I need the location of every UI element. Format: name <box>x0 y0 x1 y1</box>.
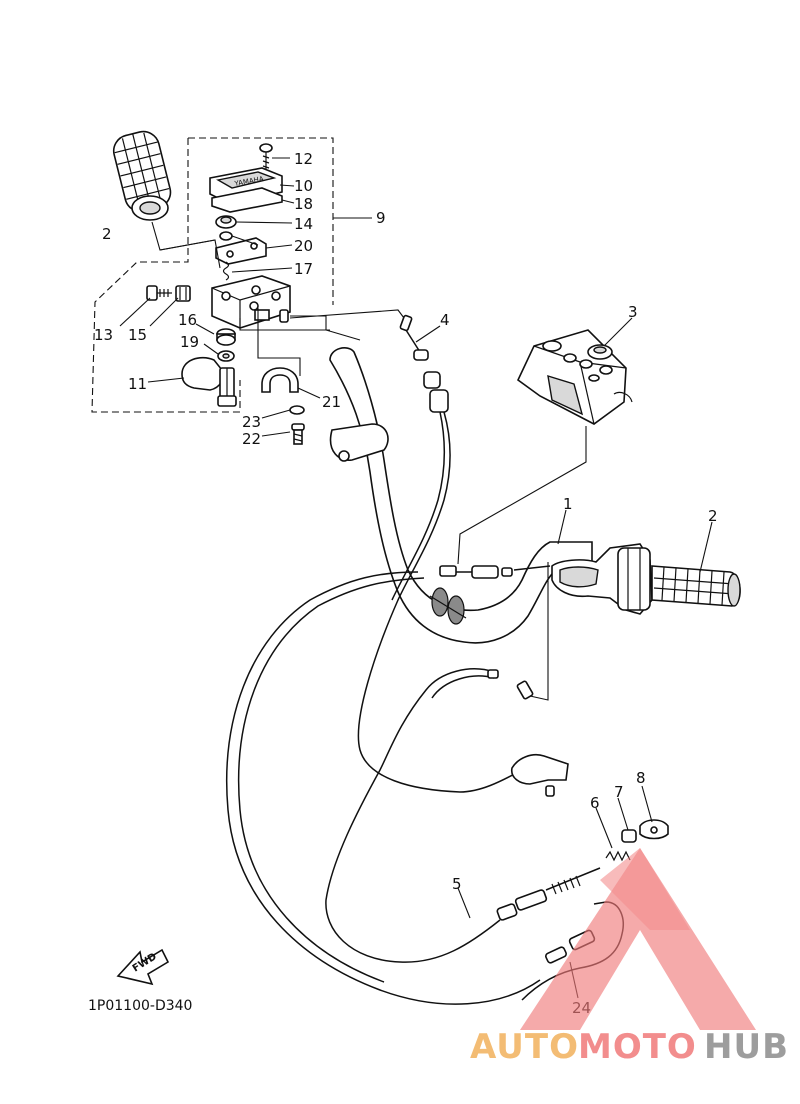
throttle-cable-5[interactable] <box>226 565 601 1005</box>
callout-19: 19 <box>180 333 199 351</box>
callout-22: 22 <box>242 430 261 448</box>
spring-17[interactable] <box>222 261 230 281</box>
throttle-housing[interactable] <box>551 543 653 615</box>
watermark-logo: AUTO MOTO HUB <box>470 848 789 1067</box>
collar-7[interactable] <box>621 829 637 843</box>
washer-19[interactable] <box>217 350 235 362</box>
switch-lower-housing[interactable] <box>211 275 291 329</box>
callout-5: 5 <box>452 875 462 893</box>
callout-23: 23 <box>242 413 261 431</box>
bolt-13[interactable] <box>146 285 172 301</box>
fwd-arrow-icon: FWD <box>116 948 170 986</box>
callout-11: 11 <box>128 375 147 393</box>
switch-cover-3[interactable] <box>516 329 633 425</box>
callout-14: 14 <box>294 215 313 233</box>
callout-3: 3 <box>628 303 638 321</box>
left-assembly-leaders <box>119 157 405 437</box>
switch-assembly-boundary <box>91 137 334 413</box>
callout-4: 4 <box>440 311 450 329</box>
watermark-triangle-icon <box>520 848 756 1030</box>
callout-2-left: 2 <box>102 225 112 243</box>
lever-11[interactable] <box>181 356 237 407</box>
bracket-20[interactable] <box>215 237 267 265</box>
handlebar-1[interactable] <box>329 347 593 644</box>
callout-20: 20 <box>294 237 313 255</box>
plate-18[interactable] <box>211 187 283 213</box>
callout-16: 16 <box>178 311 197 329</box>
screw-12[interactable] <box>259 143 273 172</box>
diagram-code: 1P01100-D340 <box>88 998 192 1014</box>
right-grip[interactable] <box>651 565 741 607</box>
spring-6[interactable] <box>605 850 631 862</box>
left-callouts: 12 10 18 9 14 20 17 2 13 15 16 19 11 21 … <box>94 150 386 448</box>
callout-2-right: 2 <box>708 507 718 525</box>
callout-15: 15 <box>128 326 147 344</box>
left-grip[interactable] <box>110 128 174 221</box>
callout-17: 17 <box>294 260 313 278</box>
nut-15[interactable] <box>175 285 191 302</box>
screw-22[interactable] <box>291 423 305 445</box>
clamp-21[interactable] <box>261 367 299 393</box>
callout-1: 1 <box>563 495 573 513</box>
washer-23[interactable] <box>289 405 305 415</box>
cable-4-leader <box>415 325 441 343</box>
callout-12: 12 <box>294 150 313 168</box>
watermark-brand-moto: MOTO <box>578 1027 697 1067</box>
callout-21: 21 <box>322 393 341 411</box>
callout-9: 9 <box>376 209 386 227</box>
watermark-brand-hub: HUB <box>704 1027 789 1067</box>
cable-4[interactable] <box>357 314 569 797</box>
callout-10: 10 <box>294 177 313 195</box>
bushing-14[interactable] <box>215 215 237 229</box>
watermark-brand-auto: AUTO <box>470 1027 579 1067</box>
callout-13: 13 <box>94 326 113 344</box>
callout-6: 6 <box>590 794 600 812</box>
callout-18: 18 <box>294 195 313 213</box>
bushing-16[interactable] <box>216 328 236 346</box>
washer-20[interactable] <box>219 231 233 241</box>
clip-8[interactable] <box>639 819 669 840</box>
callout-8: 8 <box>636 769 646 787</box>
callout-7: 7 <box>614 783 624 801</box>
